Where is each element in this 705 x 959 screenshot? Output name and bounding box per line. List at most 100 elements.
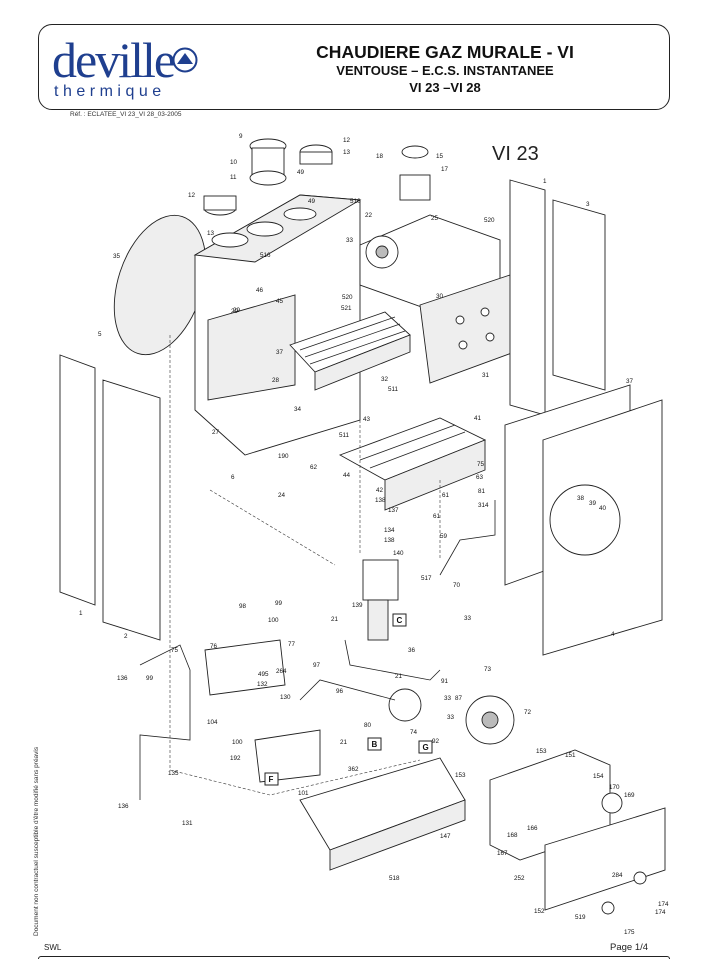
document-reference: Réf. : ECLATEE_VI 23_VI 28_03-2005 [70, 111, 182, 118]
part-label: 81 [478, 488, 486, 495]
hydraulic-assembly [204, 639, 515, 783]
part-label: 24 [278, 492, 286, 499]
part-label: 49 [308, 198, 316, 205]
part-label: 22 [365, 212, 373, 219]
part-label: 152 [534, 908, 545, 915]
part-label: 36 [408, 647, 416, 654]
part-label: 15 [436, 153, 444, 160]
part-label: 92 [432, 738, 440, 745]
part-label: 11 [230, 174, 237, 181]
part-label: 175 [624, 929, 635, 936]
part-label: 72 [524, 709, 532, 716]
part-label: 154 [593, 773, 604, 780]
part-label: 31 [482, 372, 490, 379]
logo-wordmark: deville [52, 32, 176, 88]
part-label: 520 [342, 294, 353, 301]
part-label: 139 [352, 602, 363, 609]
part-label: 42 [376, 487, 384, 494]
part-label: 147 [440, 833, 451, 840]
letter-box-label: F [269, 775, 274, 784]
part-label: 521 [341, 305, 352, 312]
part-label: 77 [288, 641, 296, 648]
part-label: 153 [536, 748, 547, 755]
part-label: 136 [117, 675, 128, 682]
expansion-vessel [113, 195, 237, 356]
part-label: 99 [146, 675, 154, 682]
part-label: 169 [624, 792, 635, 799]
boiler-chassis [193, 194, 362, 456]
part-label: 21 [331, 616, 339, 623]
part-label: 192 [230, 755, 241, 762]
part-label: 41 [474, 415, 482, 422]
part-label: 98 [239, 603, 247, 610]
title-block: CHAUDIERE GAZ MURALE - VI VENTOUSE – E.C… [230, 42, 660, 96]
part-label: 100 [232, 739, 243, 746]
part-label: 135 [168, 770, 179, 777]
part-label: 33 [447, 714, 455, 721]
header-frame [38, 24, 670, 110]
part-label: 75 [477, 461, 485, 468]
page-title: CHAUDIERE GAZ MURALE - VI [316, 42, 574, 62]
part-label: 6 [231, 474, 235, 481]
part-label: 10 [230, 159, 238, 166]
part-label: 13 [207, 230, 215, 237]
part-label: 100 [268, 617, 279, 624]
part-label: 174 [655, 909, 666, 916]
part-label: 70 [453, 582, 461, 589]
part-label: 21 [395, 673, 403, 680]
part-label: 2 [124, 633, 128, 640]
part-label: 518 [389, 875, 400, 882]
side-frames [509, 179, 606, 416]
part-label: 37 [276, 349, 284, 356]
logo-subtitle: thermique [54, 83, 166, 100]
part-label: 40 [599, 505, 607, 512]
letter-box-label: G [423, 743, 429, 752]
part-label: 166 [527, 825, 538, 832]
part-label: 517 [421, 575, 432, 582]
part-label: 61 [433, 513, 441, 520]
part-label: 96 [336, 688, 344, 695]
pipes [139, 500, 496, 800]
part-label: 12 [188, 192, 196, 199]
part-label: 134 [384, 527, 395, 534]
part-label: 33 [346, 237, 354, 244]
part-label: 495 [258, 671, 269, 678]
part-label: 151 [565, 752, 576, 759]
letter-box [264, 772, 279, 786]
part-label: 76 [210, 643, 218, 650]
heat-exchanger [289, 311, 411, 391]
part-label: 9 [239, 133, 243, 140]
page-subtitle: VENTOUSE – E.C.S. INSTANTANEE [336, 63, 554, 78]
part-label: 153 [455, 772, 466, 779]
part-label: 264 [276, 668, 287, 675]
part-label: 136 [118, 803, 129, 810]
part-label: 1 [79, 610, 83, 617]
part-label: 34 [294, 406, 302, 413]
part-label: 74 [410, 729, 418, 736]
part-label: 138 [375, 497, 386, 504]
part-label: 519 [575, 914, 586, 921]
part-label: 75 [171, 647, 179, 654]
part-label: 63 [476, 474, 484, 481]
part-label: 516 [260, 252, 271, 259]
part-label: 45 [276, 298, 284, 305]
model-range: VI 23 –VI 28 [409, 80, 481, 95]
part-label: 30 [436, 293, 444, 300]
part-label: 140 [393, 550, 404, 557]
part-label: 28 [272, 377, 280, 384]
part-label: 167 [497, 850, 508, 857]
part-label: 284 [612, 872, 623, 879]
part-label: 37 [626, 378, 634, 385]
brand-logo: deville thermique [50, 30, 200, 108]
part-label: 99 [275, 600, 283, 607]
part-label: 25 [431, 215, 439, 222]
dashed-leaders [169, 335, 441, 796]
model-label: VI 23 [492, 143, 539, 165]
letter-box [418, 740, 433, 754]
part-label: 61 [442, 492, 450, 499]
part-label: 33 [464, 615, 472, 622]
part-label: 130 [280, 694, 291, 701]
part-label: 190 [278, 453, 289, 460]
letter-box-label: B [372, 740, 378, 749]
part-label: 131 [182, 820, 193, 827]
